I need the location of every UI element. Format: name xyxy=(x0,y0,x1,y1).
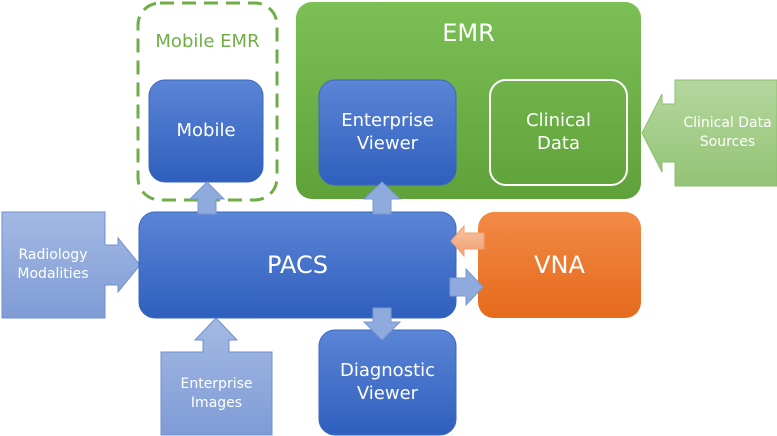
radiology-modalities-label: Radiology Modalities xyxy=(17,247,89,282)
emr-label: EMR xyxy=(442,19,495,47)
enterprise-viewer-label: Enterprise Viewer xyxy=(341,110,434,154)
pacs-label: PACS xyxy=(267,251,328,279)
radiology-modalities-callout[interactable] xyxy=(1,211,141,319)
arrow-pacs-to-vna xyxy=(449,267,484,307)
arrow-pacs-to-mobile xyxy=(188,181,226,215)
diagnostic-viewer-label: Diagnostic Viewer xyxy=(339,360,436,404)
arrow-pacs-to-enterprise-viewer xyxy=(362,181,402,215)
arrow-vna-to-pacs xyxy=(450,224,485,258)
mobile-emr-label: Mobile EMR xyxy=(155,30,260,52)
enterprise-images-label: Enterprise Images xyxy=(180,375,253,411)
enterprise-viewer-node[interactable] xyxy=(318,79,457,186)
mobile-node[interactable] xyxy=(148,79,264,183)
clinical-data-sources-label: Clinical Data Sources xyxy=(683,115,772,150)
clinical-data-label: Clinical Data xyxy=(526,110,591,154)
vna-node[interactable] xyxy=(478,212,641,318)
clinical-data-sources-callout[interactable] xyxy=(641,79,777,187)
pacs-node[interactable] xyxy=(138,211,457,319)
arrow-pacs-to-diagnostic-viewer xyxy=(362,307,402,341)
vna-label: VNA xyxy=(534,251,585,279)
enterprise-images-callout[interactable] xyxy=(160,317,273,436)
mobile-label: Mobile xyxy=(176,119,236,141)
clinical-data-node[interactable] xyxy=(489,79,628,186)
